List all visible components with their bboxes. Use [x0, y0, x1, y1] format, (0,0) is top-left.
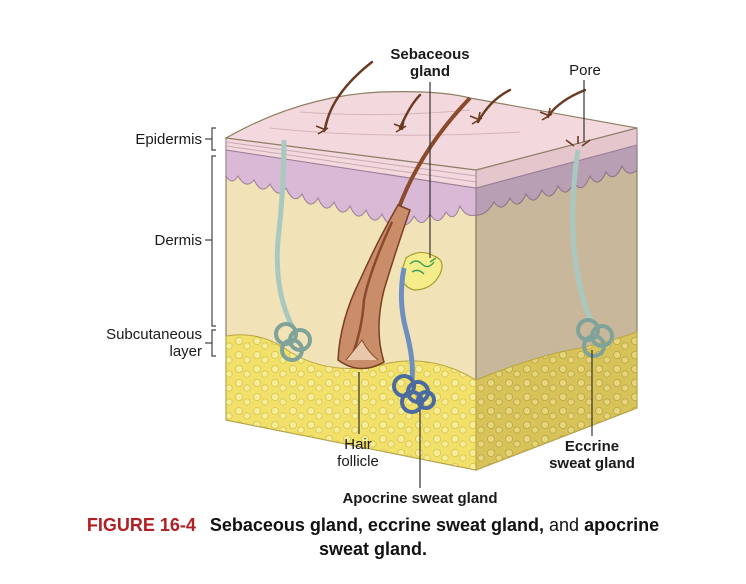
caption-part1: Sebaceous gland, eccrine sweat gland,	[209, 515, 545, 535]
subcutaneous-fat-side	[475, 331, 638, 471]
label-eccrine-line1: Eccrine	[564, 438, 620, 455]
dermal-papillae-side	[475, 144, 638, 216]
label-sebaceous-line2: gland	[410, 63, 450, 80]
hair-follicle	[337, 204, 411, 370]
label-subcutaneous-line1: Subcutaneous	[106, 326, 202, 343]
eccrine-coil-left	[274, 322, 312, 362]
caption-figure-number: FIGURE 16-4	[86, 515, 196, 535]
label-subcutaneous-layer: Subcutaneous layer	[80, 326, 202, 360]
eccrine-coil-right	[576, 318, 614, 358]
label-epidermis: Epidermis	[135, 131, 202, 148]
caption-line2: sweat gland.	[318, 539, 428, 559]
label-dermis: Dermis	[154, 232, 203, 249]
eccrine-duct-right	[570, 149, 595, 324]
eccrine-duct-left	[274, 139, 295, 328]
label-hair-line2: follicle	[337, 453, 379, 470]
leader-lines	[358, 80, 593, 488]
skin-surface-top	[224, 91, 638, 171]
apocrine-coil	[392, 374, 436, 414]
dermal-papillae-front	[225, 149, 477, 225]
apocrine-duct	[398, 267, 415, 381]
figure-caption: FIGURE 16-4 Sebaceous gland, eccrine swea…	[0, 513, 746, 561]
label-apocrine-sweat-gland: Apocrine sweat gland	[342, 490, 498, 507]
layer-brackets	[205, 127, 216, 357]
caption-part2: and	[549, 515, 580, 535]
label-eccrine-sweat-gland: Eccrine sweat gland	[536, 438, 648, 472]
caption-part3: apocrine	[584, 515, 660, 535]
label-pore: Pore	[569, 62, 601, 79]
label-hair-follicle: Hair follicle	[320, 436, 396, 470]
label-eccrine-line2: sweat gland	[549, 455, 635, 472]
label-sebaceous-gland: Sebaceous gland	[380, 46, 480, 80]
label-hair-line1: Hair	[344, 436, 372, 453]
hair-pore-marks	[315, 107, 553, 135]
label-sebaceous-line1: Sebaceous	[390, 46, 470, 63]
label-subcutaneous-line2: layer	[169, 343, 202, 360]
caption-line1: FIGURE 16-4 Sebaceous gland, eccrine swea…	[0, 513, 746, 537]
